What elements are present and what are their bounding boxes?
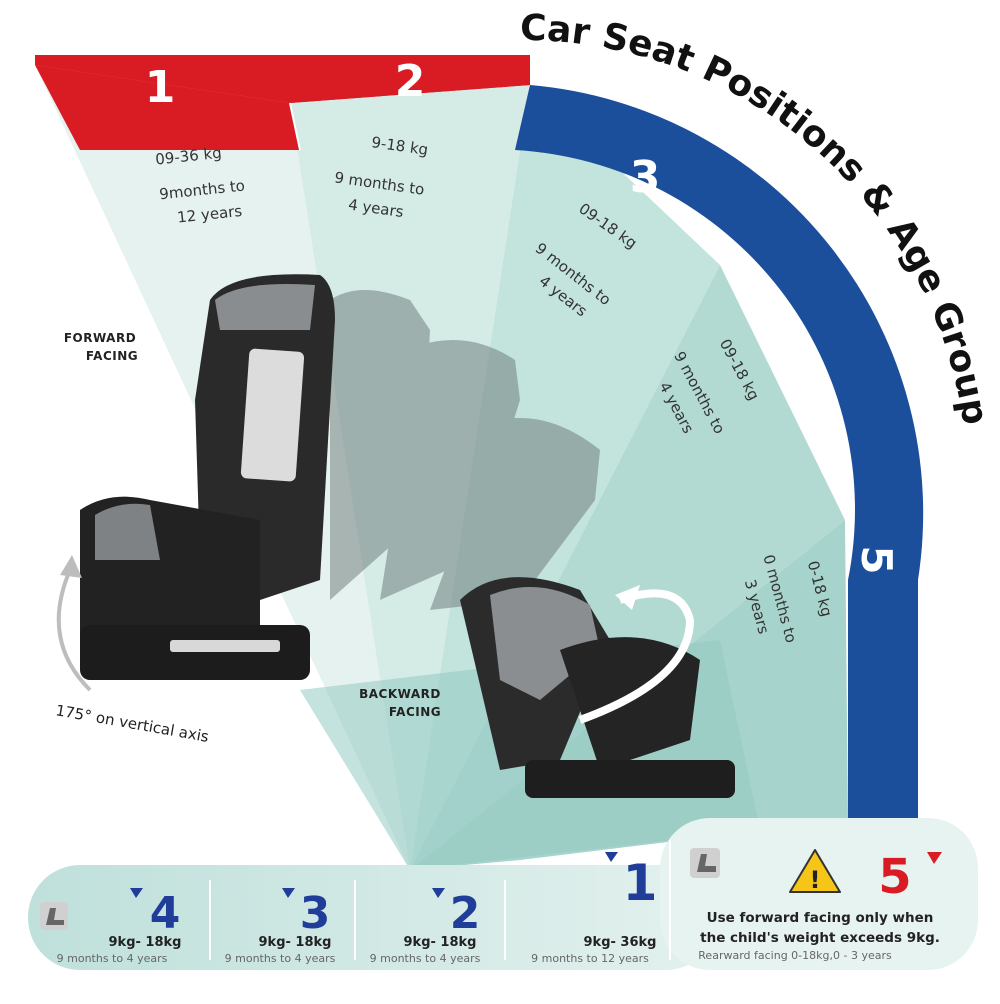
item-3-weight: 9kg- 18kg bbox=[259, 935, 332, 950]
warning-number: 5 bbox=[878, 849, 911, 905]
item-4-weight: 9kg- 18kg bbox=[109, 935, 182, 950]
warning-number-marker bbox=[927, 852, 942, 864]
band-divider-1-2 bbox=[289, 102, 301, 151]
item-1-weight: 9kg- 36kg bbox=[584, 935, 657, 950]
warning-line2: the child's weight exceeds 9kg. bbox=[700, 930, 940, 946]
item-1-number: 1 bbox=[623, 854, 658, 912]
bottom-bar: 4 9kg- 18kg 9 months to 4 years 3 9kg- 1… bbox=[28, 818, 978, 970]
position-band bbox=[35, 55, 924, 820]
position-3-number: 3 bbox=[630, 152, 661, 203]
item-3-marker bbox=[282, 888, 295, 898]
warning-line1: Use forward facing only when bbox=[707, 910, 934, 926]
backward-facing-label-line1: BACKWARD bbox=[359, 687, 441, 701]
rotation-label: 175° on vertical axis bbox=[54, 701, 210, 746]
item-1-age: 9 months to 12 years bbox=[531, 952, 649, 965]
band-blue bbox=[515, 85, 924, 820]
position-4-number: 4 bbox=[778, 319, 806, 365]
item-2-number: 2 bbox=[450, 888, 481, 939]
item-1-marker bbox=[605, 852, 618, 862]
backward-facing-seat-image bbox=[460, 577, 735, 798]
warning-icon: ! bbox=[789, 849, 841, 894]
item-3-age: 9 months to 4 years bbox=[225, 952, 336, 965]
item-2-marker bbox=[432, 888, 445, 898]
svg-text:!: ! bbox=[810, 866, 821, 894]
sector-2-area bbox=[290, 85, 530, 870]
warning-sub: Rearward facing 0-18kg,0 - 3 years bbox=[698, 949, 892, 962]
band-red-lower bbox=[35, 65, 300, 150]
mini-seat-icon bbox=[40, 902, 68, 930]
item-2-weight: 9kg- 18kg bbox=[404, 935, 477, 950]
reclined-seat-ghosts bbox=[330, 290, 600, 610]
position-2-number: 2 bbox=[395, 56, 426, 107]
item-4-marker bbox=[130, 888, 143, 898]
item-2-age: 9 months to 4 years bbox=[370, 952, 481, 965]
mini-seat-icon-warning bbox=[690, 848, 720, 878]
item-4-age: 9 months to 4 years bbox=[57, 952, 168, 965]
position-1-number: 1 bbox=[145, 62, 176, 113]
forward-facing-seat-image bbox=[80, 274, 335, 680]
forward-facing-label-line1: FORWARD bbox=[64, 331, 136, 345]
item-3-number: 3 bbox=[300, 888, 331, 939]
item-4-number: 4 bbox=[150, 888, 181, 939]
band-red-fill bbox=[35, 55, 530, 103]
forward-facing-label-line2: FACING bbox=[86, 349, 138, 363]
position-5-number: 5 bbox=[852, 545, 901, 574]
backward-facing-label-line2: FACING bbox=[389, 705, 441, 719]
